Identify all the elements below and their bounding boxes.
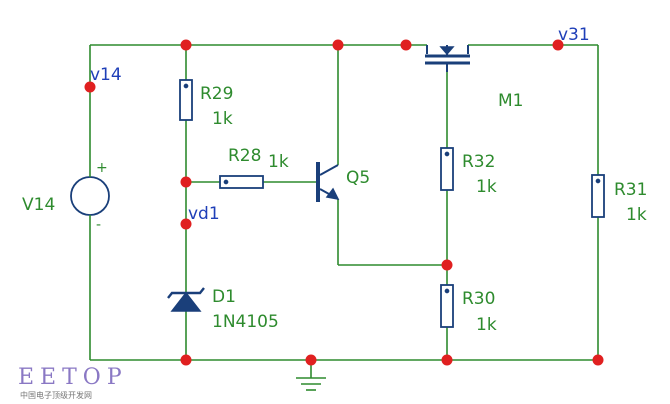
pin-dot (444, 288, 450, 294)
label-r31-value: 1k (626, 205, 647, 225)
pin-dot (183, 83, 189, 89)
junction-node (592, 354, 604, 366)
label-v14-plus: + (96, 160, 108, 176)
pin-dot (223, 179, 229, 185)
junction-node (180, 354, 192, 366)
net-label-v31: v31 (558, 25, 590, 45)
transistor-q5-collector (319, 164, 339, 176)
label-r29-value: 1k (212, 109, 233, 129)
label-r32: R32 (462, 152, 495, 172)
label-r31: R31 (614, 180, 647, 200)
label-r30: R30 (462, 289, 495, 309)
label-q5: Q5 (346, 168, 370, 188)
ground-symbol (296, 377, 326, 391)
label-d1-part: 1N4105 (212, 312, 279, 332)
label-r32-value: 1k (476, 177, 497, 197)
junction-node (180, 176, 192, 188)
label-d1: D1 (212, 287, 236, 307)
label-v14: V14 (22, 195, 55, 215)
watermark-logo: EETOP (18, 365, 128, 390)
junction-node (332, 39, 344, 51)
resistor-pin-dots (183, 83, 601, 294)
mosfet-m1 (425, 45, 470, 72)
label-m1: M1 (498, 91, 523, 111)
resistor-r28 (219, 175, 264, 189)
mosfet-m1-arrow (439, 46, 455, 56)
pin-dot (444, 151, 450, 157)
diode-d1 (167, 283, 205, 319)
label-v14-minus: - (96, 217, 101, 233)
junction-node (180, 39, 192, 51)
label-r28-value: 1k (268, 152, 289, 172)
label-r28: R28 (228, 146, 261, 166)
label-r30-value: 1k (476, 315, 497, 335)
resistor-r32 (440, 147, 454, 191)
source-v14-body (70, 176, 110, 216)
junction-node (552, 39, 564, 51)
diode-d1-triangle (170, 291, 202, 312)
wires (89, 44, 599, 378)
net-label-v14: v14 (90, 65, 122, 85)
junction-node (441, 259, 453, 271)
pin-dot (595, 178, 601, 184)
resistor-r31 (591, 174, 605, 218)
watermark-subtitle: 中国电子顶级开发网 (20, 390, 92, 400)
junction-nodes (84, 39, 604, 366)
transistor-q5 (316, 162, 340, 202)
label-r29: R29 (200, 84, 233, 104)
net-label-vd1: vd1 (188, 204, 220, 224)
source-v14 (70, 165, 110, 227)
resistor-r29 (179, 79, 193, 121)
junction-node (180, 218, 192, 230)
diode-d1-cathode-bar (167, 287, 205, 299)
transistor-q5-arrow (325, 187, 340, 201)
resistor-r30 (440, 284, 454, 328)
junction-node (305, 354, 317, 366)
junction-node (400, 39, 412, 51)
junction-node (441, 354, 453, 366)
junction-node (84, 81, 96, 93)
